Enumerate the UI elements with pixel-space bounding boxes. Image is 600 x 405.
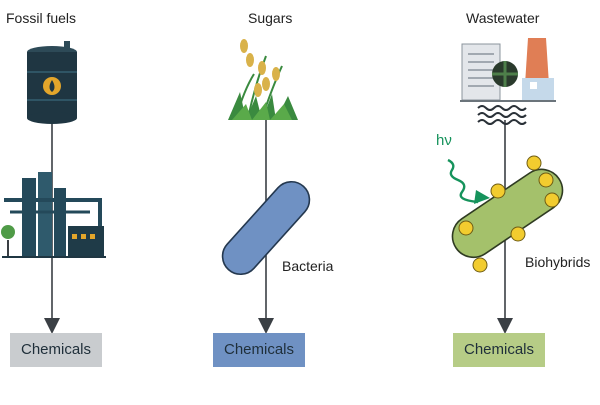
light-label: hν (436, 132, 452, 149)
refinery-icon (1, 172, 106, 258)
oil-barrel-icon (27, 41, 77, 124)
chemicals-box-fossil: Chemicals (10, 333, 102, 367)
bacterium-icon (221, 180, 311, 276)
wastewater-plant-icon (460, 38, 556, 102)
bacteria-label: Bacteria (282, 258, 334, 274)
wheat-plant-icon (228, 39, 298, 120)
wastewater-title: Wastewater (466, 10, 540, 26)
chemicals-box-sugars: Chemicals (213, 333, 305, 367)
light-arrow-icon (447, 158, 490, 204)
biohybrid-icon (451, 155, 564, 273)
biohybrids-label: Biohybrids (525, 254, 591, 270)
water-waves-icon (477, 105, 527, 125)
sugars-title: Sugars (248, 10, 293, 26)
chemicals-box-wastewater: Chemicals (453, 333, 545, 367)
fossil-fuels-title: Fossil fuels (6, 10, 77, 26)
